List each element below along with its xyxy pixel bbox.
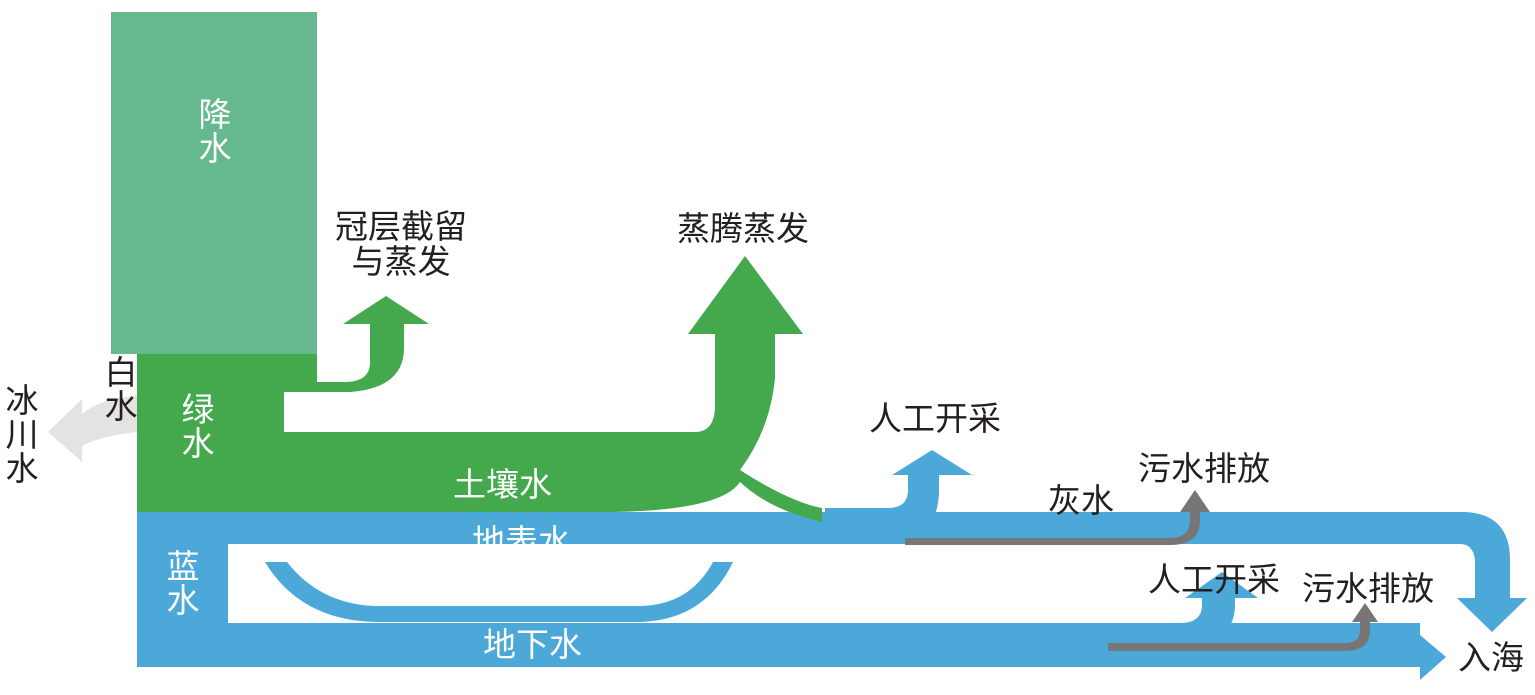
canopy-label-line1: 冠层截留 (335, 207, 467, 246)
surface-water-label: 地表水 (472, 522, 571, 561)
precipitation-block (111, 12, 317, 354)
blue-water-label: 蓝水 (166, 547, 200, 620)
white-water-label: 白水 (104, 353, 138, 426)
green-water-label: 绿水 (181, 390, 215, 463)
to-sea-label: 入海 (1458, 638, 1524, 677)
soil-water-label: 土壤水 (453, 465, 552, 504)
ground-abstraction-arrow (1108, 572, 1258, 645)
glacier-water-label: 冰川水 (5, 381, 39, 488)
ground-abstraction-label: 人工开采 (1148, 560, 1280, 599)
glacier-flow-arrow (48, 395, 137, 462)
precipitation-label: 降水 (198, 95, 232, 168)
canopy-label-line2: 与蒸发 (351, 242, 451, 281)
surface-abstraction-label: 人工开采 (869, 399, 1001, 438)
groundwater-label: 地下水 (483, 625, 582, 664)
recharge-loop (265, 562, 733, 622)
sewage-discharge-label-1: 污水排放 (1138, 449, 1270, 488)
canopy-arrow (284, 296, 429, 392)
grey-water-arrow-1 (905, 490, 1210, 545)
evapotranspiration-label: 蒸腾蒸发 (677, 209, 809, 248)
surface-abstraction-arrow (825, 450, 972, 540)
grey-water-arrow-2 (1108, 603, 1378, 651)
green-water-band (137, 256, 822, 522)
grey-water-label: 灰水 (1048, 481, 1114, 520)
sewage-discharge-label-2: 污水排放 (1302, 569, 1434, 608)
